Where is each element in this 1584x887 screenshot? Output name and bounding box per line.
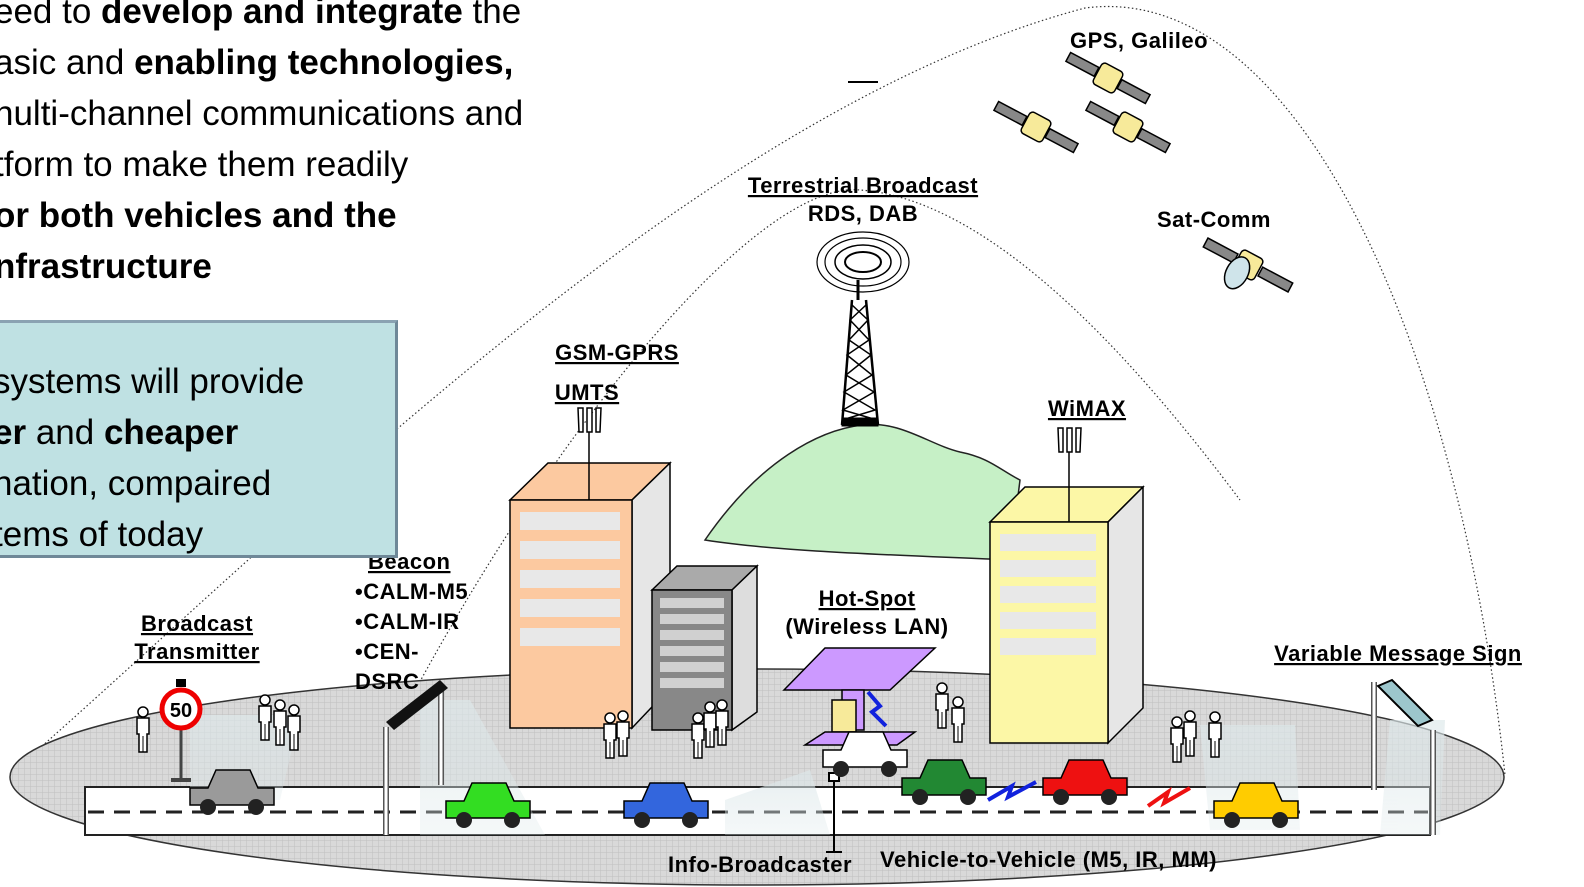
person-icon bbox=[951, 696, 965, 743]
beacon-icon bbox=[383, 680, 448, 835]
antenna-icon bbox=[1057, 427, 1082, 522]
text-segment: nulti-channel communications and bbox=[0, 94, 524, 133]
text-segment: and bbox=[26, 413, 104, 452]
label-rds-dab: RDS, DAB bbox=[808, 201, 918, 226]
person-icon bbox=[258, 694, 272, 741]
label-info-broadcaster: Info-Broadcaster bbox=[668, 852, 852, 877]
label-dsrc: DSRC bbox=[355, 669, 419, 694]
text-line: tems of today bbox=[0, 509, 393, 560]
car-icon bbox=[445, 782, 531, 828]
label-hot-spot: Hot-Spot bbox=[819, 586, 916, 611]
text-segment: eed to bbox=[0, 0, 102, 31]
person-icon bbox=[136, 706, 150, 753]
car-icon bbox=[1213, 782, 1299, 828]
text-segment: develop and integrate bbox=[101, 0, 463, 31]
person-icon bbox=[691, 712, 705, 759]
vehicles bbox=[189, 731, 1299, 828]
text-segment: tems of today bbox=[0, 515, 204, 554]
wireless-link-icon bbox=[986, 780, 1191, 808]
label-wireless-lan: (Wireless LAN) bbox=[785, 614, 948, 639]
label-sat-comm: Sat-Comm bbox=[1157, 207, 1271, 232]
info-broadcaster-pole bbox=[826, 772, 842, 853]
text-segment: er bbox=[0, 413, 27, 452]
text-line: or both vehicles and the bbox=[0, 190, 654, 241]
label-transmitter: Transmitter bbox=[134, 639, 259, 664]
label-gsm-gprs: GSM-GPRS bbox=[555, 340, 679, 365]
satellite-icon bbox=[1084, 100, 1172, 154]
person-icon bbox=[287, 704, 301, 751]
satellite-icon bbox=[1064, 51, 1152, 105]
person-icon bbox=[616, 710, 630, 757]
speed-sign-icon: 50 bbox=[159, 679, 203, 782]
person-icon bbox=[1183, 710, 1197, 757]
label-umts: UMTS bbox=[555, 380, 619, 405]
text-segment: nfrastructure bbox=[0, 247, 212, 286]
benefit-note-text: systems will provide er and cheaper nation… bbox=[0, 356, 393, 560]
car-icon bbox=[901, 759, 987, 805]
benefit-note-box: systems will provide er and cheaper nation… bbox=[0, 320, 398, 558]
text-line: systems will provide bbox=[0, 356, 393, 407]
orange-building bbox=[508, 461, 672, 730]
person-icon bbox=[715, 699, 729, 746]
broadcast-tower-icon bbox=[816, 231, 910, 427]
label-wimax: WiMAX bbox=[1048, 396, 1126, 421]
message-sign-icon bbox=[1371, 678, 1436, 835]
text-line: nulti-channel communications and bbox=[0, 88, 654, 139]
text-segment: systems will provide bbox=[0, 362, 305, 401]
person-icon bbox=[603, 712, 617, 759]
car-icon bbox=[1042, 759, 1128, 805]
label-variable-message-sign: Variable Message Sign bbox=[1274, 641, 1522, 666]
person-icon bbox=[273, 699, 287, 746]
label-calm-ir: •CALM-IR bbox=[355, 609, 460, 634]
text-line: nation, compaired bbox=[0, 458, 393, 509]
car-icon bbox=[189, 769, 275, 815]
speed-limit-value: 50 bbox=[170, 700, 192, 722]
mountain bbox=[703, 423, 1021, 561]
text-segment: nation, compaired bbox=[0, 464, 272, 503]
label-gps-galileo: GPS, Galileo bbox=[1070, 28, 1208, 53]
person-icon bbox=[935, 682, 949, 729]
satellite-icon bbox=[1202, 237, 1294, 293]
text-segment: or both vehicles and the bbox=[0, 196, 397, 235]
antenna-icon bbox=[577, 407, 602, 500]
person-icon bbox=[1208, 711, 1222, 758]
text-segment: cheaper bbox=[103, 413, 239, 452]
yellow-building bbox=[988, 485, 1145, 745]
person-icon bbox=[1170, 716, 1184, 763]
label-broadcast: Broadcast bbox=[141, 611, 253, 636]
text-segment: asic and bbox=[0, 43, 135, 82]
label-cen: •CEN- bbox=[355, 639, 419, 664]
people-group bbox=[136, 682, 1222, 763]
car-icon bbox=[822, 731, 908, 777]
wireless-link-icon bbox=[866, 690, 888, 728]
label-vehicle-to-vehicle: Vehicle-to-Vehicle (M5, IR, MM) bbox=[880, 847, 1217, 872]
text-line: tform to make them readily bbox=[0, 139, 654, 190]
text-line: eed to develop and integrate the bbox=[0, 0, 654, 37]
text-line: nfrastructure bbox=[0, 241, 654, 292]
person-icon bbox=[703, 701, 717, 748]
text-line: er and cheaper bbox=[0, 407, 393, 458]
text-line: asic and enabling technologies, bbox=[0, 37, 654, 88]
text-segment: the bbox=[462, 0, 522, 31]
label-terrestrial-broadcast: Terrestrial Broadcast bbox=[748, 173, 978, 198]
satellite-icon bbox=[992, 100, 1080, 154]
text-segment: enabling technologies, bbox=[134, 43, 514, 82]
label-calm-m5: •CALM-M5 bbox=[355, 579, 468, 604]
text-segment: tform to make them readily bbox=[0, 145, 409, 184]
car-icon bbox=[623, 782, 709, 828]
